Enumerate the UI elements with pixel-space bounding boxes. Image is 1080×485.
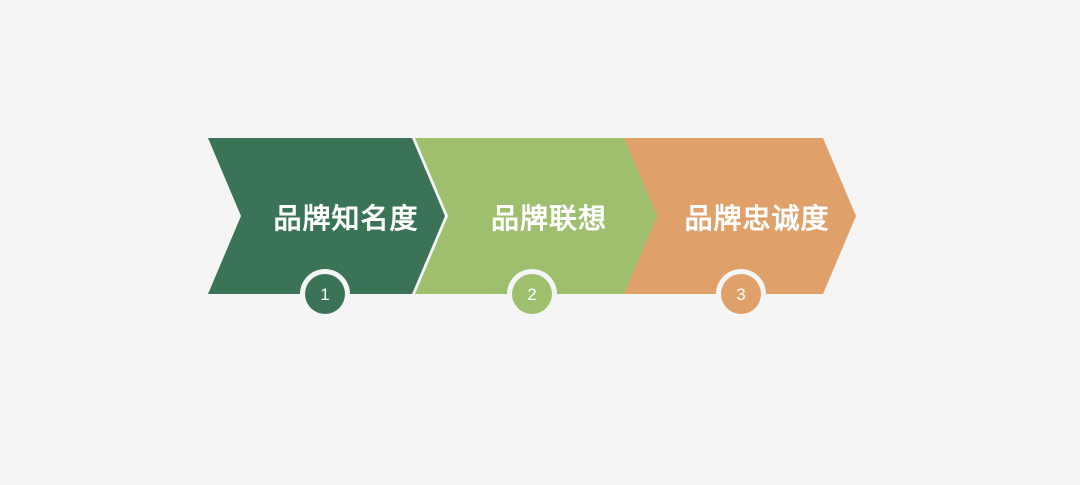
process-step-1[interactable]: 品牌知名度 1 [208,138,445,319]
chevron-shape-3[interactable] [624,138,856,294]
process-step-3[interactable]: 品牌忠诚度 3 [624,138,856,319]
badge-circle-2[interactable] [512,274,552,314]
badge-number-1: 1 [320,285,329,304]
badge-number-3: 3 [736,285,745,304]
badge-circle-1[interactable] [305,274,345,314]
badge-number-2: 2 [527,285,536,304]
step-label-2: 品牌联想 [491,202,607,235]
chevron-shape-1[interactable] [208,138,445,294]
chevron-shape-2[interactable] [415,138,660,294]
step-label-1: 品牌知名度 [273,202,418,235]
step-label-3: 品牌忠诚度 [684,202,829,235]
badge-circle-3[interactable] [721,274,761,314]
process-step-2[interactable]: 品牌联想 2 [415,138,660,319]
